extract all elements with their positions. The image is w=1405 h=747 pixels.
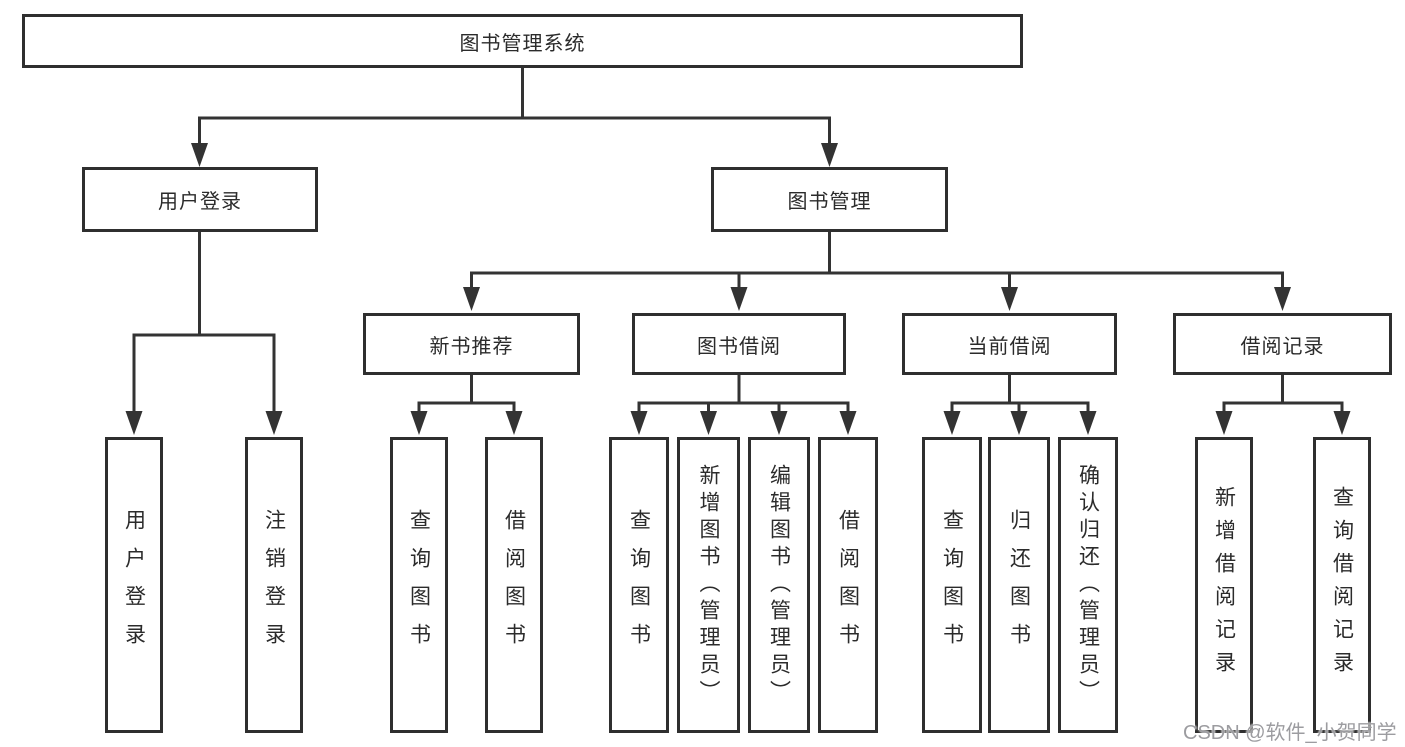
node-label: 注销登录 <box>262 509 286 661</box>
node-label: 图书管理系统 <box>459 32 586 55</box>
leaf-add-book-admin: 新增图书（管理员） <box>677 437 740 733</box>
leaf-add-borrowing-record: 新增借阅记录 <box>1195 437 1253 733</box>
leaf-user-login: 用户登录 <box>105 437 163 733</box>
leaf-query-borrowing-record: 查询借阅记录 <box>1313 437 1371 733</box>
leaf-query-books-borrowing: 查询图书 <box>609 437 669 733</box>
leaf-confirm-return-admin: 确认归还（管理员） <box>1058 437 1118 733</box>
node-borrowing-records: 借阅记录 <box>1173 313 1392 375</box>
leaf-edit-book-admin: 编辑图书（管理员） <box>748 437 810 733</box>
csdn-watermark: CSDN @软件_小贺同学 <box>1183 722 1397 744</box>
node-label: 借阅图书 <box>502 509 526 661</box>
node-current-borrowing: 当前借阅 <box>902 313 1117 375</box>
node-label: 查询图书 <box>940 509 964 661</box>
node-label: 新增图书（管理员） <box>697 463 720 707</box>
leaf-return-book: 归还图书 <box>988 437 1050 733</box>
node-label: 编辑图书（管理员） <box>767 463 791 707</box>
node-label: 图书管理 <box>787 191 872 213</box>
leaf-borrow-books-newbook: 借阅图书 <box>485 437 543 733</box>
node-book-management: 图书管理 <box>711 167 948 232</box>
leaf-query-books-current: 查询图书 <box>922 437 982 733</box>
node-label: 图书借阅 <box>697 335 781 358</box>
node-label: 新增借阅记录 <box>1212 486 1236 684</box>
leaf-query-books-newbook: 查询图书 <box>390 437 448 733</box>
leaf-logout: 注销登录 <box>245 437 303 733</box>
leaf-borrow-books-borrowing: 借阅图书 <box>818 437 878 733</box>
node-label: 新书推荐 <box>429 335 514 358</box>
node-label: 查询图书 <box>627 509 651 661</box>
node-label: 确认归还（管理员） <box>1076 463 1100 707</box>
node-label: 用户登录 <box>122 509 146 661</box>
node-book-borrowing: 图书借阅 <box>632 313 846 375</box>
node-label: 用户登录 <box>158 191 242 213</box>
node-label: 当前借阅 <box>967 335 1052 358</box>
arrowheads <box>125 143 1351 435</box>
node-label: 查询借阅记录 <box>1330 486 1354 684</box>
node-new-book-recommendation: 新书推荐 <box>363 313 580 375</box>
node-label: 借阅图书 <box>836 509 860 661</box>
node-label: 归还图书 <box>1007 509 1031 661</box>
node-label: 查询图书 <box>407 509 431 661</box>
connector-segments <box>132 68 1344 413</box>
node-library-management-system: 图书管理系统 <box>22 14 1023 68</box>
node-user-login: 用户登录 <box>82 167 318 232</box>
node-label: 借阅记录 <box>1240 335 1325 358</box>
